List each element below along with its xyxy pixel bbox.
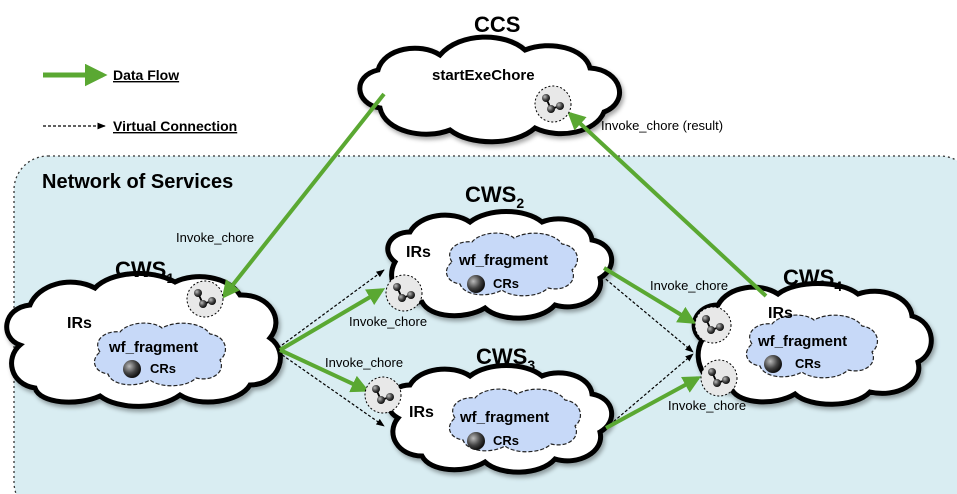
cws1-irs: IRs bbox=[67, 315, 92, 332]
cws3-fragment: wf_fragment bbox=[459, 409, 549, 426]
edge-label-cws3-to-cws4: Invoke_chore bbox=[668, 398, 746, 413]
legend-virtual-connection-label: Virtual Connection bbox=[113, 118, 237, 134]
cws4-connector-icon-lower bbox=[700, 359, 738, 397]
cws1-title: CWS1 bbox=[115, 257, 174, 286]
data-flows bbox=[221, 92, 768, 430]
cws4-cr-ball bbox=[764, 355, 782, 373]
edge-label-cws1-to-cws3: Invoke_chore bbox=[325, 355, 403, 370]
cws3-cr-ball bbox=[467, 432, 485, 450]
network-label: Network of Services bbox=[42, 171, 233, 193]
ccs-title: CCS bbox=[474, 12, 520, 37]
cws1-subscript: 1 bbox=[166, 270, 174, 286]
cws2-subscript: 2 bbox=[516, 195, 524, 211]
ccs-connector-icon bbox=[534, 85, 572, 123]
virtual-cws1-to-cws3 bbox=[277, 351, 385, 427]
cws4-subscript: 4 bbox=[834, 278, 842, 294]
cws3-title: CWS3 bbox=[476, 344, 535, 373]
cws2-crs: CRs bbox=[493, 276, 519, 291]
ccs-result-label: Invoke_chore (result) bbox=[601, 118, 723, 133]
cws4-irs: IRs bbox=[768, 305, 793, 322]
virtual-cws1-to-cws2 bbox=[277, 269, 385, 349]
cws3-irs: IRs bbox=[409, 404, 434, 421]
cws2-title: CWS2 bbox=[465, 182, 524, 211]
virtual-connections bbox=[277, 269, 694, 429]
legend-data-flow-label: Data Flow bbox=[113, 67, 179, 83]
cws2-fragment: wf_fragment bbox=[458, 252, 548, 269]
flow-cws2-to-cws4 bbox=[602, 266, 697, 324]
ccs-operation: startExeChore bbox=[432, 67, 535, 84]
cws1-cr-ball bbox=[123, 360, 141, 378]
flow-ccs-to-cws1 bbox=[221, 92, 386, 299]
cws2-cr-ball bbox=[467, 275, 485, 293]
cws3-connector-icon bbox=[364, 376, 402, 414]
cws1-crs: CRs bbox=[150, 361, 176, 376]
cws4-title: CWS4 bbox=[783, 265, 842, 294]
cws3-subscript: 3 bbox=[527, 357, 535, 373]
cws1-fragment: wf_fragment bbox=[108, 339, 198, 356]
edge-label-cws1-to-cws2: Invoke_chore bbox=[349, 314, 427, 329]
cws3-crs: CRs bbox=[493, 433, 519, 448]
flow-cws4-to-ccs bbox=[567, 111, 768, 298]
virtual-cws3-to-cws4 bbox=[605, 353, 694, 429]
cws2-connector-icon bbox=[385, 274, 423, 312]
cws2-irs: IRs bbox=[406, 244, 431, 261]
legend: Data Flow Virtual Connection bbox=[43, 63, 237, 134]
flow-cws1-to-cws2 bbox=[278, 288, 386, 352]
cws1-connector-icon bbox=[186, 280, 224, 318]
cws4-fragment: wf_fragment bbox=[757, 333, 847, 350]
edge-label-cws2-to-cws4: Invoke_chore bbox=[650, 278, 728, 293]
cws4-connector-icon-upper bbox=[694, 306, 732, 344]
cws4-crs: CRs bbox=[795, 356, 821, 371]
flow-cws1-to-cws3 bbox=[279, 348, 370, 393]
edge-label-ccs-to-cws1: Invoke_chore bbox=[176, 230, 254, 245]
flow-cws3-to-cws4 bbox=[605, 376, 702, 430]
